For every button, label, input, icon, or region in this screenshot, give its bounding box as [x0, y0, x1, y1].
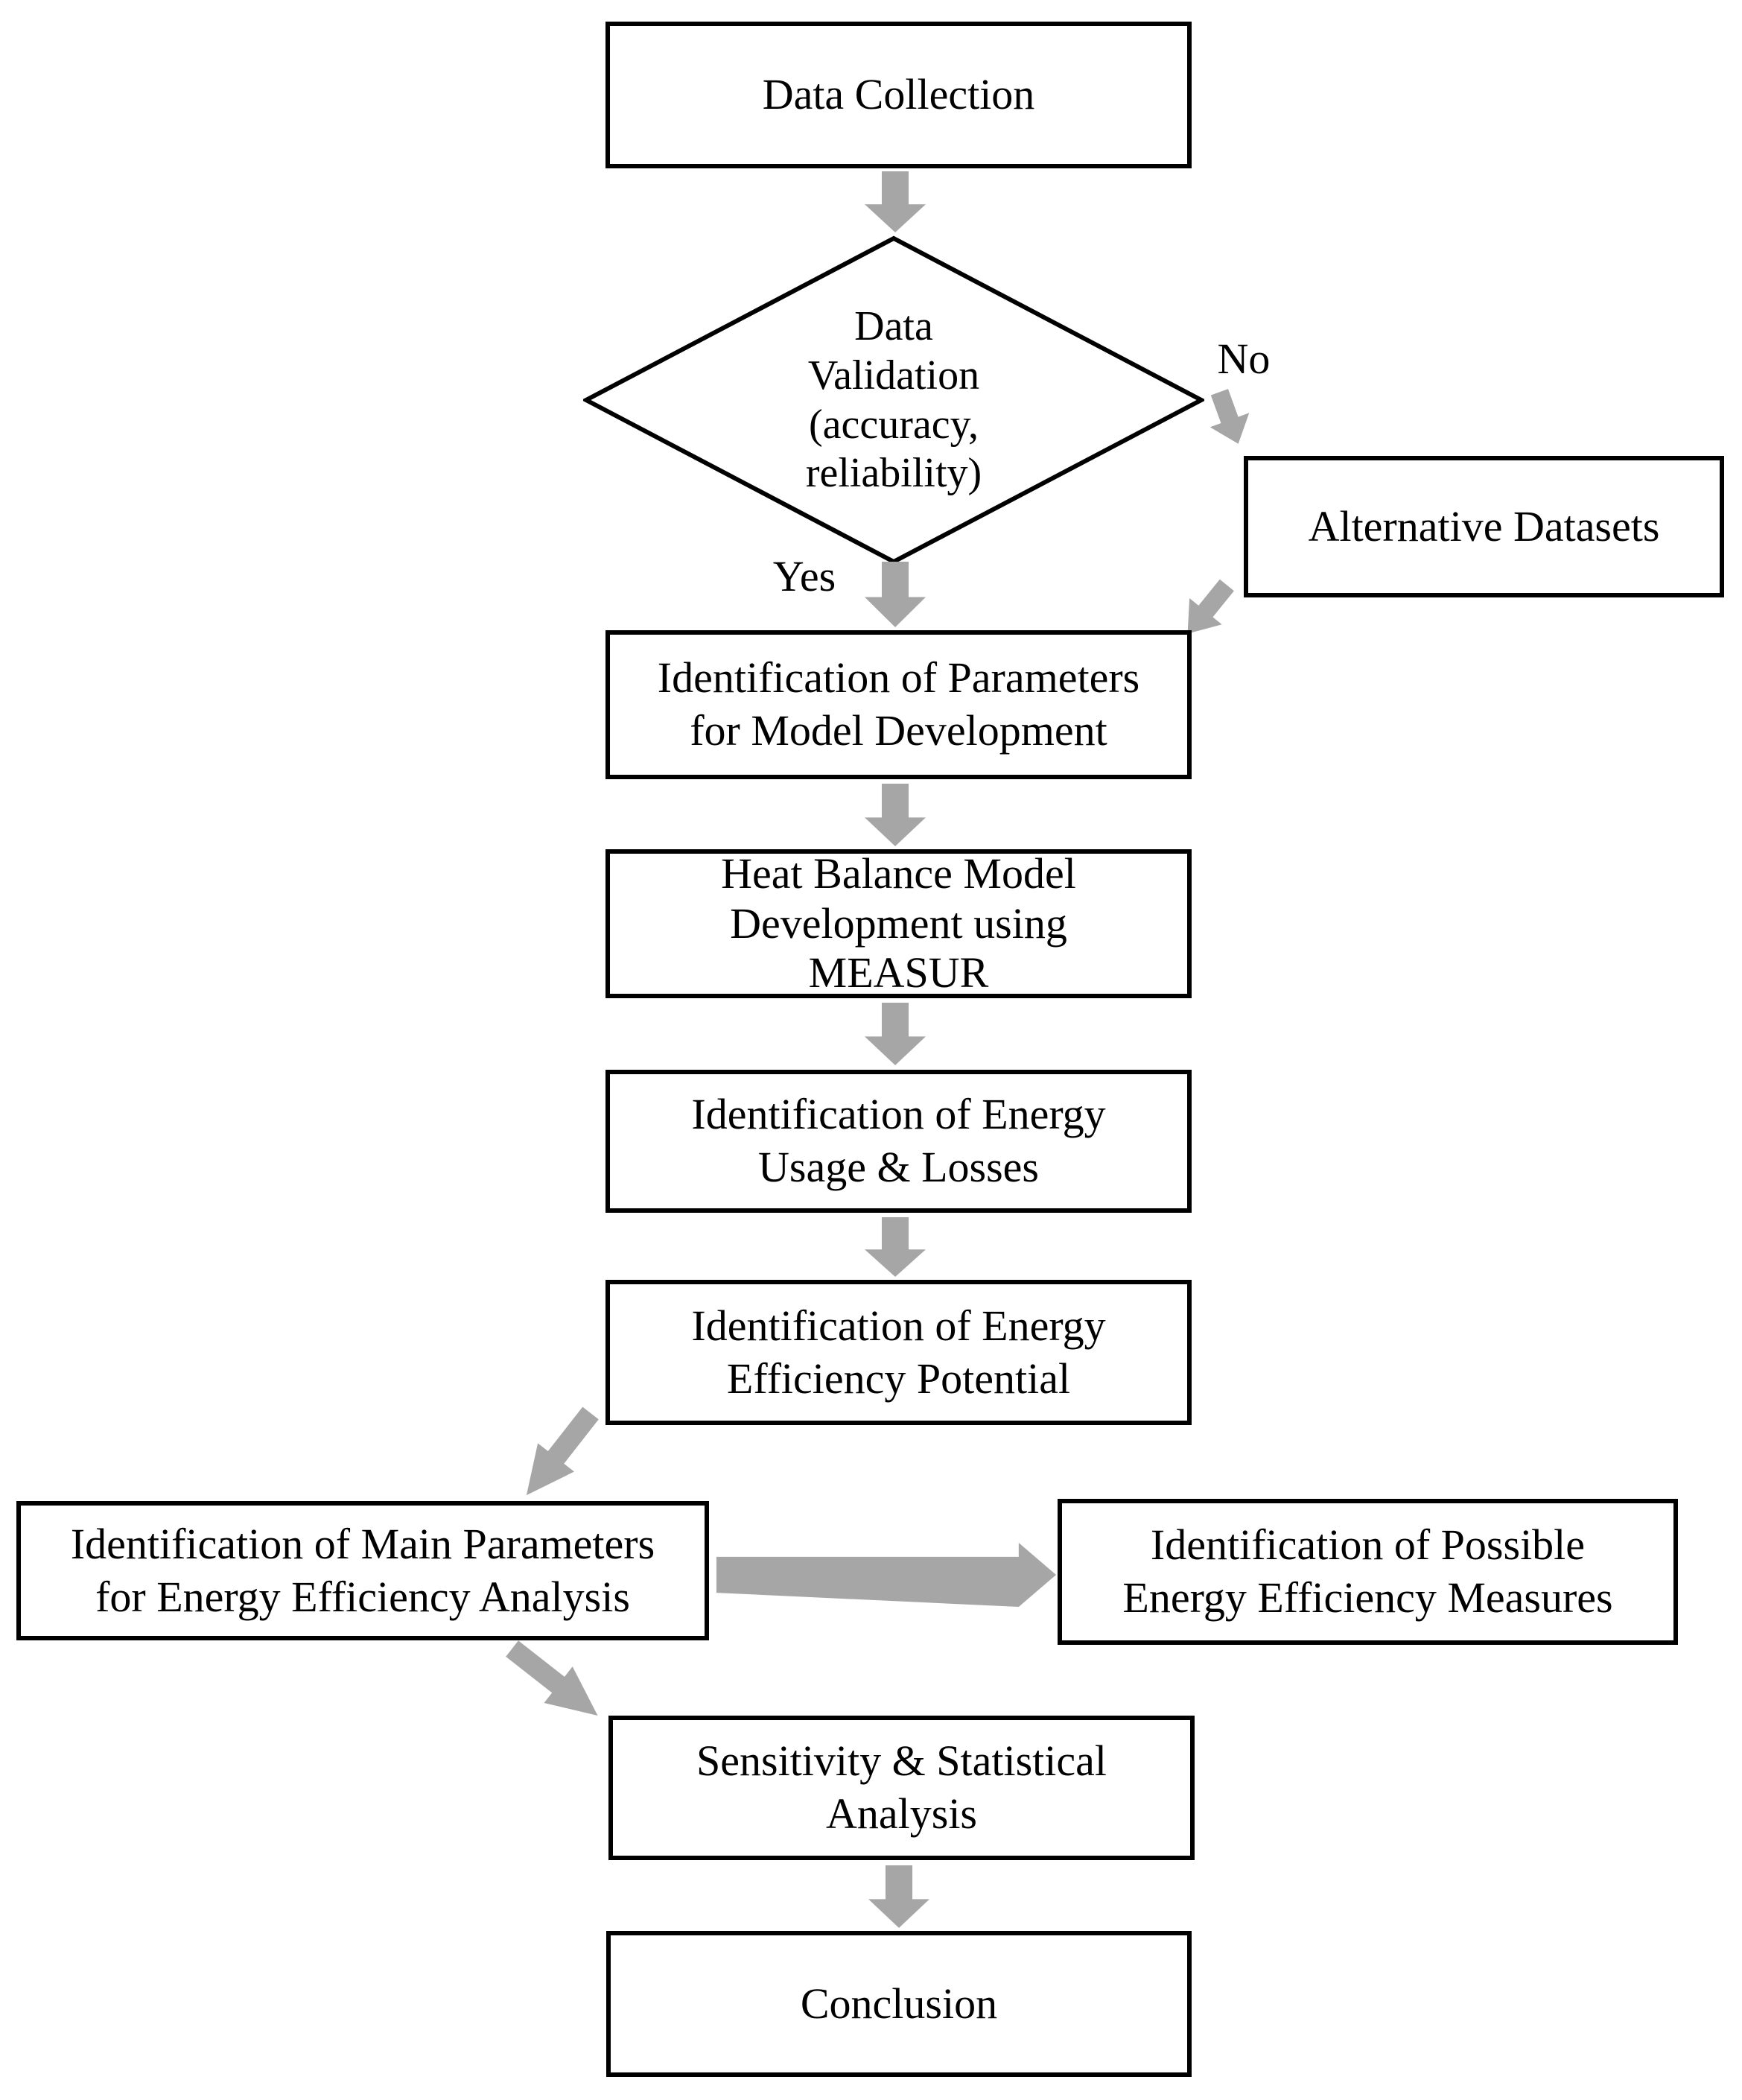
branch-label-no: No [1217, 334, 1271, 383]
arrow-main-parameters-to-sensitivity-icon [498, 1631, 611, 1734]
arrow-validation-no-to-alternative-icon [1200, 385, 1258, 451]
node-data-validation: Data Validation (accuracy, reliability) [655, 264, 1132, 536]
arrow-sensitivity-to-conclusion-icon [868, 1865, 929, 1928]
arrow-collection-to-validation-icon [865, 171, 926, 232]
node-main-parameters: Identification of Main Parameters for En… [16, 1501, 709, 1640]
node-data-validation-label: Data Validation (accuracy, reliability) [805, 303, 982, 497]
node-main-parameters-label: Identification of Main Parameters for En… [70, 1519, 655, 1621]
node-energy-usage-losses: Identification of Energy Usage & Losses [605, 1070, 1192, 1213]
node-heat-balance: Heat Balance Model Development using MEA… [605, 849, 1192, 998]
node-possible-measures-label: Identification of Possible Energy Effici… [1122, 1520, 1613, 1622]
arrow-parameters-to-heat-balance-icon [865, 784, 926, 846]
arrow-potential-to-main-parameters-icon [508, 1399, 608, 1509]
node-sensitivity-analysis-label: Sensitivity & Statistical Analysis [696, 1736, 1107, 1838]
node-data-collection-label: Data Collection [762, 70, 1035, 119]
branch-label-yes: Yes [772, 552, 836, 600]
node-identification-parameters-label: Identification of Parameters for Model D… [657, 653, 1140, 755]
node-identification-parameters: Identification of Parameters for Model D… [605, 630, 1192, 779]
node-possible-measures: Identification of Possible Energy Effici… [1058, 1499, 1678, 1645]
arrow-usage-to-potential-icon [865, 1217, 926, 1277]
node-sensitivity-analysis: Sensitivity & Statistical Analysis [608, 1716, 1195, 1860]
node-conclusion-label: Conclusion [800, 1979, 998, 2028]
node-alternative-datasets: Alternative Datasets [1244, 456, 1724, 597]
node-energy-usage-losses-label: Identification of Energy Usage & Losses [691, 1090, 1106, 1191]
node-energy-efficiency-potential: Identification of Energy Efficiency Pote… [605, 1280, 1192, 1425]
arrow-heat-balance-to-usage-icon [865, 1003, 926, 1065]
node-data-collection: Data Collection [605, 22, 1192, 168]
node-heat-balance-label: Heat Balance Model Development using MEA… [721, 848, 1076, 997]
node-alternative-datasets-label: Alternative Datasets [1308, 501, 1660, 551]
arrow-main-parameters-to-measures-icon [716, 1543, 1056, 1607]
node-conclusion: Conclusion [606, 1931, 1192, 2077]
node-energy-efficiency-potential-label: Identification of Energy Efficiency Pote… [691, 1301, 1106, 1403]
arrow-validation-yes-to-parameters-icon [865, 562, 926, 627]
